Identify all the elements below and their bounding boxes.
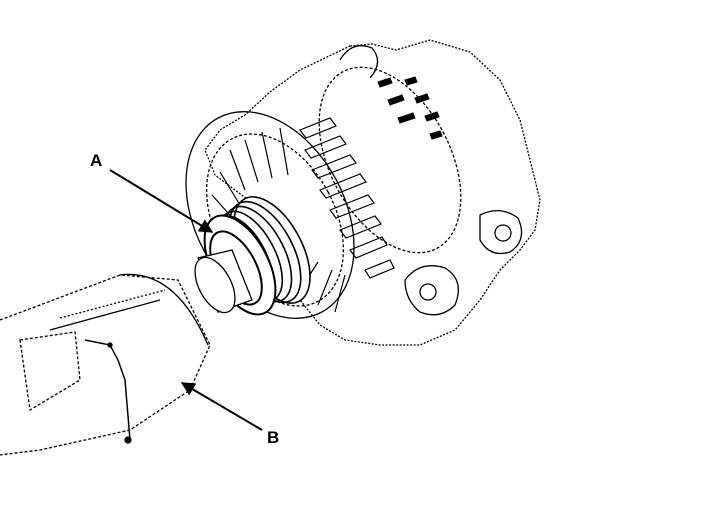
callout-b-leader: [180, 382, 263, 431]
callout-label-a: A: [90, 151, 103, 170]
callout-label-b: B: [267, 428, 280, 447]
rear-vents: [377, 76, 443, 140]
callout-a-leader: [109, 169, 214, 233]
alternator-body: [185, 39, 541, 346]
tool-socket: [0, 249, 253, 456]
